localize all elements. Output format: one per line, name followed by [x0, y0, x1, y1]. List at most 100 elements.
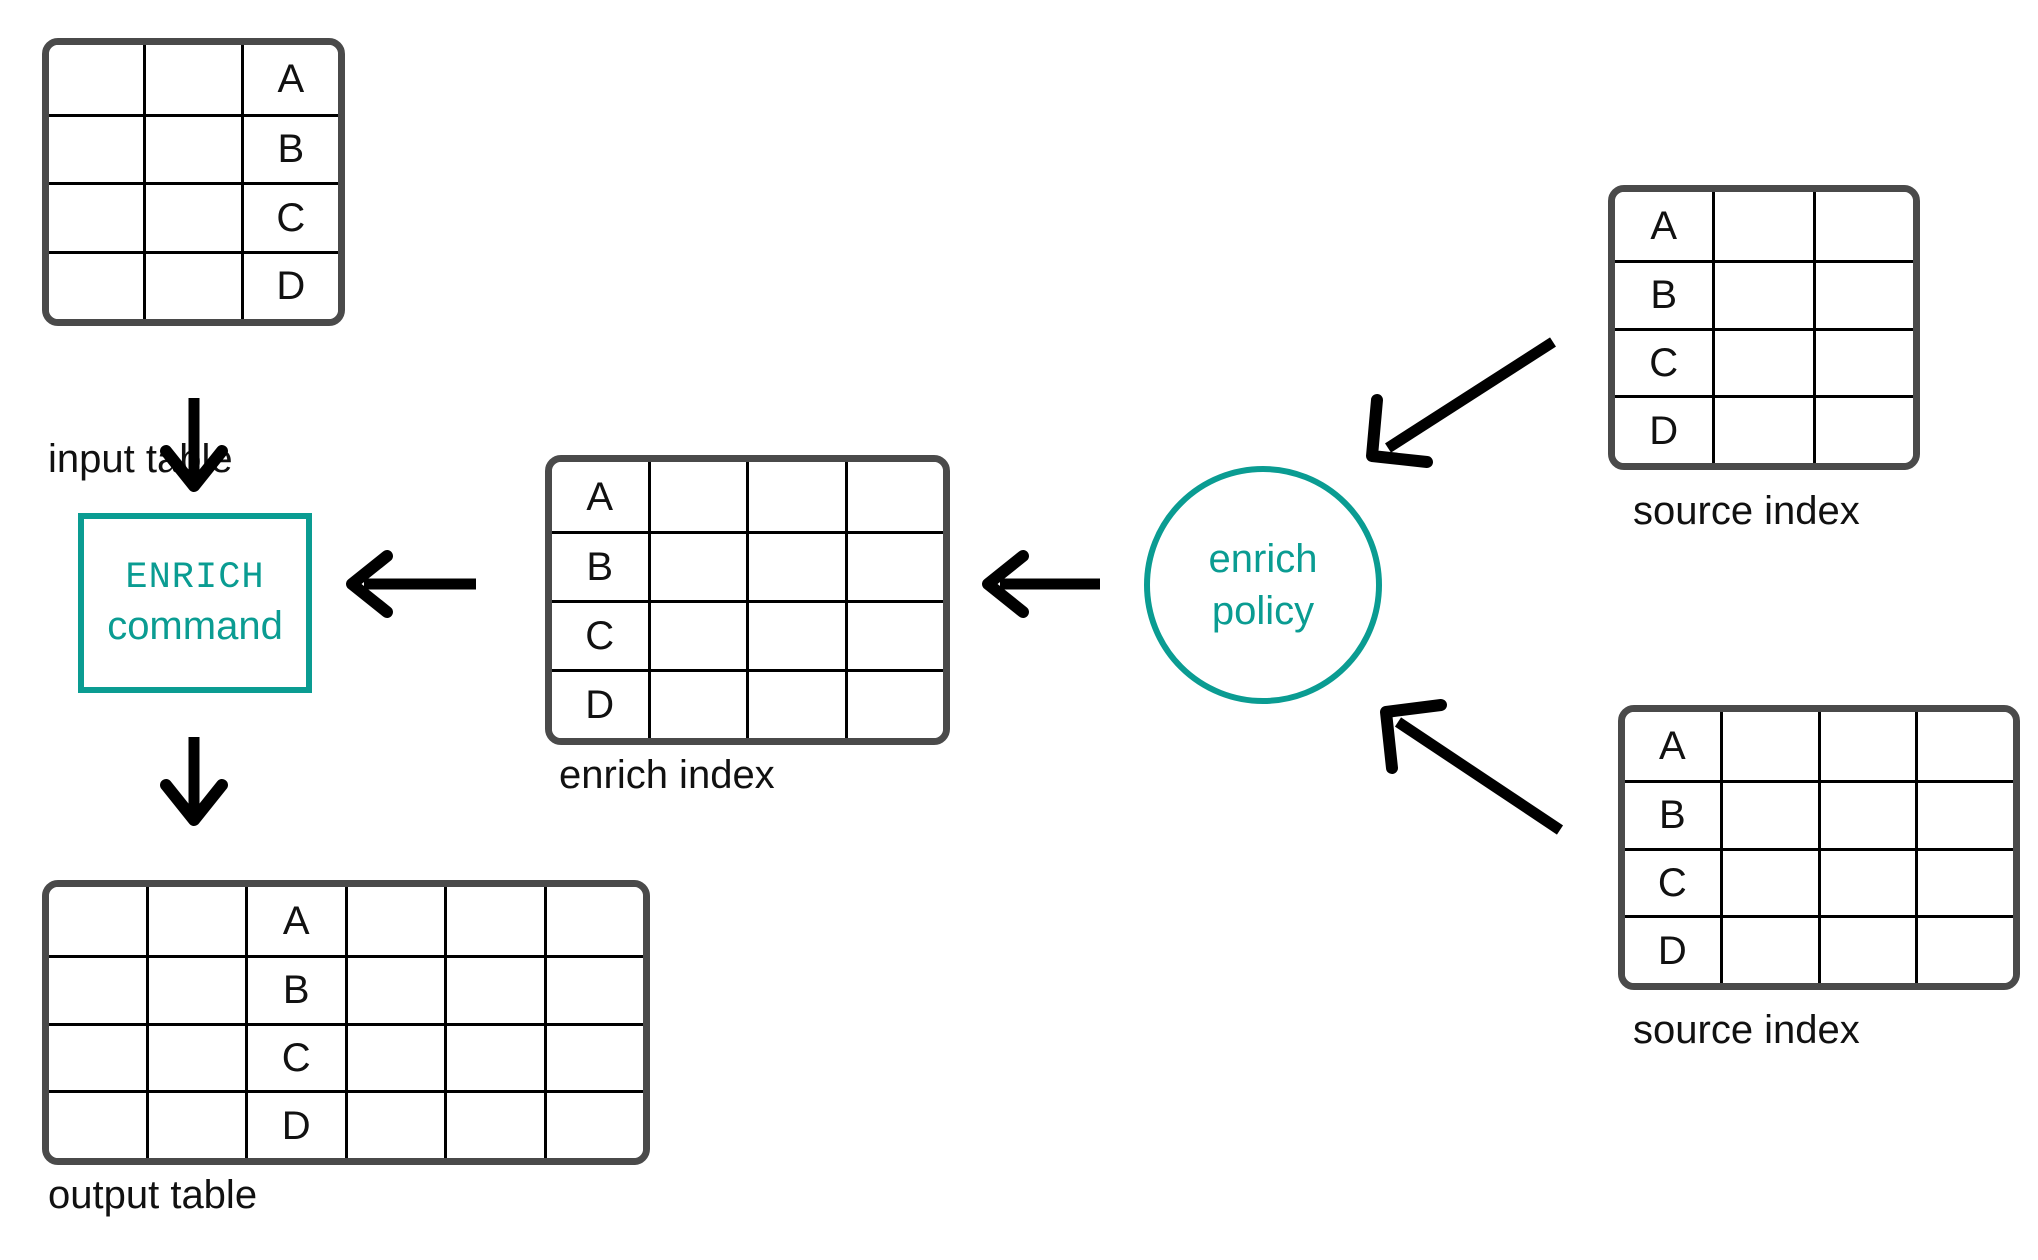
table-cell — [1719, 847, 1818, 916]
table-cell — [49, 1022, 146, 1091]
table-cell — [647, 531, 746, 600]
table-row: A — [1625, 712, 2013, 780]
table-cell — [1719, 712, 1818, 780]
enrich-policy-circle[interactable]: enrich policy — [1144, 466, 1382, 704]
table-row: A — [1615, 192, 1913, 260]
arrow-enrich-policy-to-enrich-index — [982, 550, 1100, 618]
table-cell — [1817, 915, 1916, 983]
table-cell — [844, 531, 943, 600]
arrow-source-index-top-to-enrich-policy — [1366, 337, 1556, 468]
table-cell — [1712, 192, 1813, 260]
table-cell — [1817, 712, 1916, 780]
table-row: A — [552, 462, 943, 531]
table-row: B — [1615, 259, 1913, 328]
table-cell — [49, 250, 144, 319]
table-cell — [1719, 915, 1818, 983]
table-cell — [1812, 327, 1913, 396]
table-row: D — [1615, 395, 1913, 463]
table-cell — [844, 462, 943, 531]
table-cell-key: A — [1625, 712, 1720, 780]
table-cell-key: B — [1615, 259, 1713, 328]
table-cell — [49, 182, 144, 251]
table-cell — [444, 1090, 544, 1158]
table-cell — [1712, 395, 1813, 463]
table-cell-key: C — [552, 600, 648, 669]
table-cell — [1712, 259, 1813, 328]
table-cell — [143, 45, 241, 114]
table-row: D — [49, 250, 338, 319]
table-cell — [444, 1022, 544, 1091]
arrow-source-index-bottom-to-enrich-policy — [1380, 699, 1564, 835]
table-row: A — [49, 887, 643, 955]
table-cell — [344, 1022, 444, 1091]
table-cell-key: D — [240, 250, 338, 319]
table-cell — [1915, 915, 2013, 983]
table-row: A — [49, 45, 338, 114]
table-cell-key: D — [552, 669, 648, 738]
table-cell — [647, 600, 746, 669]
output-table-caption: output table — [48, 1173, 258, 1217]
table-cell — [1915, 847, 2013, 916]
table-cell — [1817, 847, 1916, 916]
enrich-policy-line2: policy — [1211, 589, 1315, 633]
table-cell — [145, 887, 245, 955]
table-cell-key: C — [240, 182, 338, 251]
table-cell — [143, 113, 241, 182]
input-table-caption: input table — [48, 437, 233, 481]
table-cell-key: D — [1625, 915, 1720, 983]
table-row: D — [1625, 915, 2013, 983]
enrich-command-label: command — [107, 604, 283, 649]
table-cell — [344, 1090, 444, 1158]
table-cell-key: A — [245, 887, 345, 955]
table-row: D — [49, 1090, 643, 1158]
table-cell — [143, 250, 241, 319]
table-cell — [543, 1090, 643, 1158]
table-cell-key: B — [552, 531, 648, 600]
table-cell-key: A — [552, 462, 648, 531]
table-cell — [145, 954, 245, 1023]
table-cell — [444, 887, 544, 955]
table-cell-key: A — [1615, 192, 1713, 260]
table-cell-key: D — [1615, 395, 1713, 463]
table-cell — [1915, 712, 2013, 780]
arrow-enrich-index-to-enrich-command — [346, 550, 476, 618]
table-cell — [49, 887, 146, 955]
table-cell-key: C — [245, 1022, 345, 1091]
table-cell — [1817, 779, 1916, 848]
table-row: D — [552, 669, 943, 738]
table-cell-key: B — [1625, 779, 1720, 848]
table-cell — [543, 1022, 643, 1091]
table-cell — [746, 600, 845, 669]
table-cell — [844, 669, 943, 738]
table-cell — [49, 1090, 146, 1158]
table-cell — [49, 113, 144, 182]
table-cell — [1812, 259, 1913, 328]
table-cell — [1719, 779, 1818, 848]
table-row: B — [49, 113, 338, 182]
table-row: C — [49, 1022, 643, 1091]
source-index-bottom-caption: source index — [1633, 1008, 1860, 1052]
table-cell-key: C — [1625, 847, 1720, 916]
table-cell — [844, 600, 943, 669]
table-cell — [746, 531, 845, 600]
table-cell — [49, 954, 146, 1023]
table-cell — [1915, 779, 2013, 848]
table-cell — [1712, 327, 1813, 396]
table-row: B — [49, 954, 643, 1023]
table-cell — [647, 462, 746, 531]
enrich-command-keyword: ENRICH — [125, 556, 265, 599]
enrich-command-box[interactable]: ENRICH command — [78, 513, 312, 693]
table-row: C — [49, 182, 338, 251]
table-row: C — [1625, 847, 2013, 916]
table-cell — [746, 669, 845, 738]
table-cell — [344, 954, 444, 1023]
table-cell-key: D — [245, 1090, 345, 1158]
table-cell — [444, 954, 544, 1023]
table-cell — [647, 669, 746, 738]
table-row: B — [1625, 779, 2013, 848]
